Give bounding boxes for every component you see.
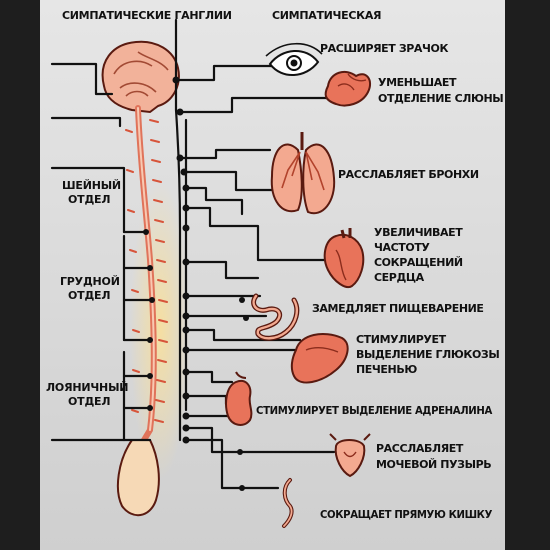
heart-icon — [323, 228, 365, 288]
effect-label: ЧАСТОТУ — [374, 241, 430, 254]
effect-label: УВЕЛИЧИВАЕТ — [374, 226, 463, 239]
effect-label: ЗАМЕДЛЯЕТ ПИЩЕВАРЕНИЕ — [312, 302, 484, 315]
effect-label: СОКРАЩЕНИЙ — [374, 256, 463, 269]
effect-label: УМЕНЬШАЕТ — [378, 76, 457, 89]
lungs-icon — [270, 132, 336, 215]
effect-label: РАССЛАБЛЯЕТ — [376, 442, 464, 455]
effect-label: СЕРДЦА — [374, 271, 425, 284]
section-cervical: ШЕЙНЫЙ ОТДЕЛ — [62, 179, 121, 206]
effect-pupil: РАСШИРЯЕТ ЗРАЧОК — [320, 42, 449, 55]
effect-rectum: СОКРАЩАЕТ ПРЯМУЮ КИШКУ — [320, 508, 493, 521]
effect-adrenal: СТИМУЛИРУЕТ ВЫДЕЛЕНИЕ АДРЕНАЛИНА — [256, 404, 493, 417]
ganglion-nodes — [143, 76, 249, 491]
kidney-icon — [225, 371, 253, 426]
liver-icon — [290, 333, 349, 384]
section-label: ОТДЕЛ — [68, 289, 110, 302]
effect-heart: УВЕЛИЧИВАЕТ ЧАСТОТУ СОКРАЩЕНИЙ СЕРДЦА — [374, 226, 464, 284]
effect-label: ВЫДЕЛЕНИЕ ГЛЮКОЗЫ — [356, 348, 499, 361]
effect-bronchi: РАССЛАБЛЯЕТ БРОНХИ — [338, 168, 479, 181]
brain-and-spinal-cord — [101, 40, 190, 516]
effect-label: СТИМУЛИРУЕТ — [356, 333, 447, 346]
section-label: ГРУДНОЙ — [60, 275, 120, 288]
section-label: ЛОЯНИЧНЫЙ — [46, 381, 128, 394]
section-lumbar: ЛОЯНИЧНЫЙ ОТДЕЛ — [46, 381, 128, 408]
bladder-icon — [329, 433, 371, 478]
section-thoracic: ГРУДНОЙ ОТДЕЛ — [60, 275, 120, 302]
effect-label: ОТДЕЛЕНИЕ СЛЮНЫ — [378, 92, 503, 105]
effect-saliva: УМЕНЬШАЕТ ОТДЕЛЕНИЕ СЛЮНЫ — [378, 76, 504, 105]
section-label: ОТДЕЛ — [68, 395, 110, 408]
intestine-icon — [251, 293, 300, 341]
rectum-icon — [282, 478, 294, 528]
nerve-pathways — [174, 64, 336, 490]
salivary-gland-icon — [324, 70, 372, 107]
section-label: ШЕЙНЫЙ — [62, 179, 121, 192]
system-header: СИМПАТИЧЕСКАЯ — [272, 9, 381, 22]
effect-label: МОЧЕВОЙ ПУЗЫРЬ — [376, 458, 491, 471]
section-label: ОТДЕЛ — [68, 193, 110, 206]
ganglia-header: СИМПАТИЧЕСКИЕ ГАНГЛИИ — [62, 9, 232, 22]
effect-bladder: РАССЛАБЛЯЕТ МОЧЕВОЙ ПУЗЫРЬ — [376, 442, 492, 471]
brain-icon — [101, 40, 180, 114]
effect-label: СОКРАЩАЕТ ПРЯМУЮ КИШКУ — [320, 508, 493, 521]
eye-icon — [265, 43, 323, 77]
section-brackets — [50, 62, 154, 442]
effect-label: ПЕЧЕНЬЮ — [356, 363, 417, 376]
effect-label: РАССЛАБЛЯЕТ БРОНХИ — [338, 168, 479, 181]
spinal-cord-glow — [130, 180, 190, 480]
effect-label: СТИМУЛИРУЕТ ВЫДЕЛЕНИЕ АДРЕНАЛИНА — [256, 404, 493, 417]
effect-digestion: ЗАМЕДЛЯЕТ ПИЩЕВАРЕНИЕ — [312, 302, 484, 315]
sacrum — [116, 439, 160, 516]
effect-liver: СТИМУЛИРУЕТ ВЫДЕЛЕНИЕ ГЛЮКОЗЫ ПЕЧЕНЬЮ — [356, 333, 500, 376]
effect-label: РАСШИРЯЕТ ЗРАЧОК — [320, 42, 448, 55]
